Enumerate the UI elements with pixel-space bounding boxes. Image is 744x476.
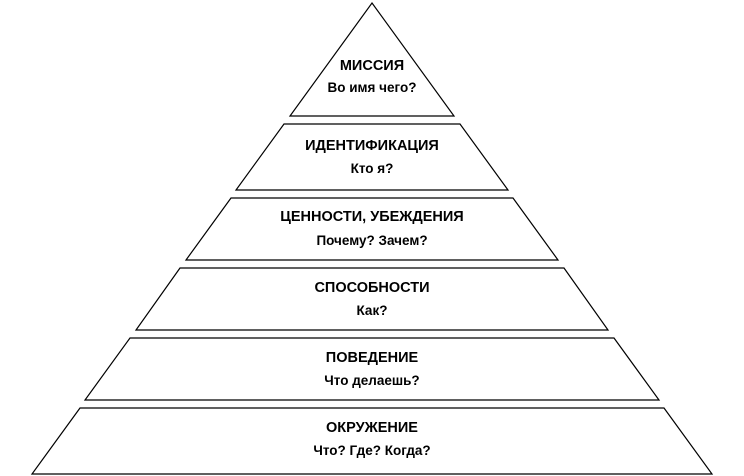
- pyramid-level-values-shape: [184, 197, 560, 261]
- pyramid-level-mission-subtitle: Во имя чего?: [328, 80, 417, 95]
- pyramid-level-mission-shape: [288, 1, 456, 117]
- pyramid-level-capabilities: СПОСОБНОСТИ Как?: [134, 267, 610, 331]
- pyramid-level-identity: ИДЕНТИФИКАЦИЯ Кто я?: [234, 123, 510, 191]
- pyramid-level-behavior-title: ПОВЕДЕНИЕ: [326, 350, 419, 366]
- pyramid-level-environment-subtitle: Что? Где? Когда?: [313, 443, 430, 458]
- pyramid-level-mission-title: МИССИЯ: [340, 58, 404, 74]
- pyramid-level-behavior-subtitle: Что делаешь?: [324, 373, 419, 388]
- pyramid-level-environment: ОКРУЖЕНИЕ Что? Где? Когда?: [30, 407, 714, 475]
- pyramid-level-capabilities-title: СПОСОБНОСТИ: [314, 280, 429, 296]
- pyramid-level-values-subtitle: Почему? Зачем?: [316, 233, 427, 248]
- pyramid-level-identity-subtitle: Кто я?: [351, 161, 394, 176]
- pyramid-level-environment-shape: [30, 407, 714, 475]
- pyramid-level-mission: МИССИЯ Во имя чего?: [288, 1, 456, 117]
- pyramid-level-capabilities-subtitle: Как?: [357, 303, 388, 318]
- pyramid-level-capabilities-shape: [134, 267, 610, 331]
- pyramid-level-values-title: ЦЕННОСТИ, УБЕЖДЕНИЯ: [280, 209, 463, 225]
- pyramid-level-identity-shape: [234, 123, 510, 191]
- pyramid-level-behavior-shape: [83, 337, 661, 401]
- pyramid-level-behavior: ПОВЕДЕНИЕ Что делаешь?: [83, 337, 661, 401]
- pyramid-level-values: ЦЕННОСТИ, УБЕЖДЕНИЯ Почему? Зачем?: [184, 197, 560, 261]
- pyramid-level-identity-title: ИДЕНТИФИКАЦИЯ: [305, 138, 439, 154]
- pyramid-level-environment-title: ОКРУЖЕНИЕ: [326, 420, 418, 436]
